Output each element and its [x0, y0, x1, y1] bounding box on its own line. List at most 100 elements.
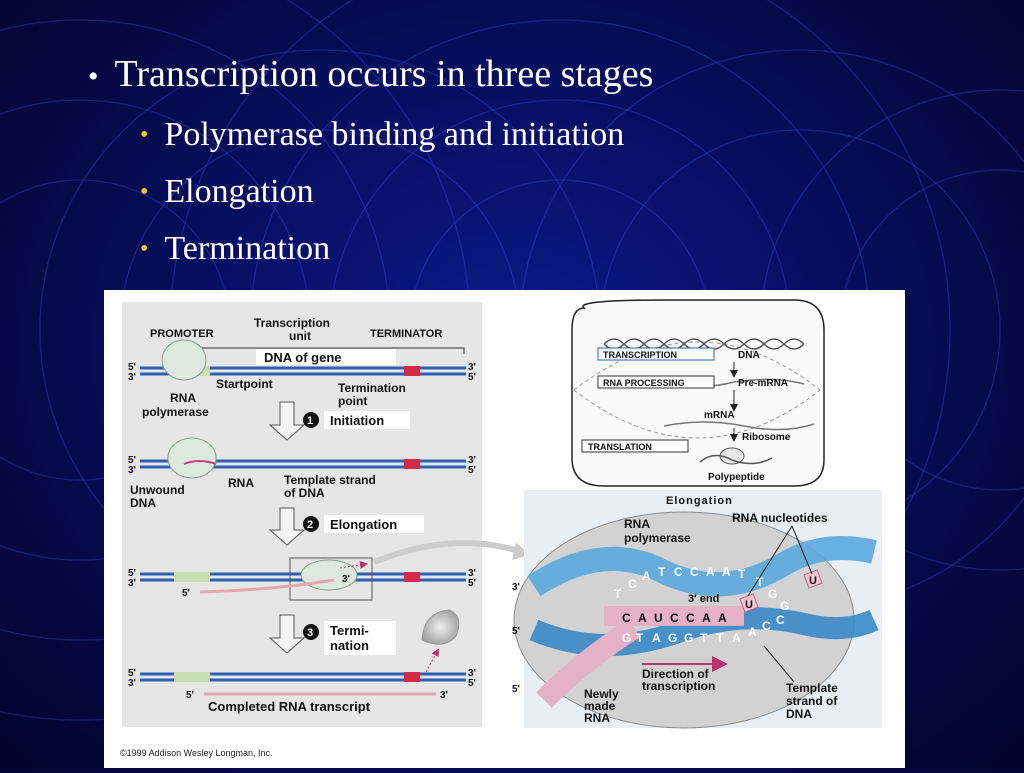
unwound-dna-label: DNA	[130, 496, 156, 510]
step-2-number: 2	[307, 519, 313, 531]
stages-panel: PROMOTER Transcription unit TERMINATOR D…	[122, 302, 482, 727]
polypeptide-label: Polypeptide	[708, 472, 765, 483]
down-arrow-icon	[268, 507, 306, 546]
svg-text:A: A	[718, 611, 727, 625]
svg-text:T: T	[636, 631, 644, 645]
five-prime-label: 5'	[128, 455, 136, 466]
translation-box-label: TRANSLATION	[588, 442, 652, 452]
completed-transcript-label: Completed RNA transcript	[208, 699, 371, 714]
svg-text:A: A	[702, 611, 711, 625]
mrna-label: mRNA	[704, 410, 735, 421]
terminator-label: TERMINATOR	[370, 328, 442, 340]
five-prime-label: 5'	[186, 690, 194, 701]
startpoint-label: Startpoint	[216, 377, 273, 391]
termination-point-label: Termination	[338, 381, 406, 395]
rna-polymerase-label: polymerase	[142, 405, 209, 419]
loose-dna-letters: T G G	[756, 575, 789, 613]
termination-label: nation	[330, 638, 369, 653]
sub-bullet-text: Polymerase binding and initiation	[164, 116, 625, 153]
promoter-label: PROMOTER	[150, 328, 214, 340]
three-prime-label: 3'	[440, 690, 448, 701]
free-nucleotide-u: U	[809, 575, 817, 587]
main-bullet: •Transcription occurs in three stages	[88, 52, 653, 96]
five-prime-label: 5'	[128, 668, 136, 679]
dna-of-gene-label: DNA of gene	[264, 350, 342, 365]
five-prime-label: 5'	[182, 588, 190, 599]
pre-mrna-label: Pre-mRNA	[738, 378, 788, 389]
newly-made-rna-label: RNA	[584, 711, 610, 725]
five-prime-label: 5'	[468, 578, 476, 589]
rna-processing-box-label: RNA PROCESSING	[603, 378, 685, 388]
svg-text:A: A	[748, 625, 757, 639]
template-strand-label: Template	[786, 681, 838, 695]
released-polymerase	[421, 609, 460, 645]
three-prime-label: 3'	[128, 465, 136, 476]
svg-text:C: C	[670, 611, 679, 625]
svg-text:A: A	[706, 565, 715, 579]
zoom-arrow	[372, 540, 523, 565]
direction-label: transcription	[642, 679, 715, 693]
svg-text:G: G	[768, 587, 777, 601]
ribosome-label: Ribosome	[742, 432, 791, 443]
five-prime-label: 5'	[512, 626, 520, 637]
sub-bullet-text: Elongation	[164, 173, 314, 210]
transcription-unit-label: unit	[289, 329, 311, 343]
svg-text:T: T	[756, 575, 764, 589]
step-3-number: 3	[307, 627, 313, 639]
free-nucleotide-u: U	[745, 599, 753, 611]
svg-text:T: T	[738, 567, 746, 581]
svg-text:G: G	[780, 599, 789, 613]
five-prime-label: 5'	[468, 678, 476, 689]
svg-text:A: A	[642, 569, 651, 583]
initiation-label: Initiation	[330, 413, 384, 428]
direction-label: Direction of	[642, 667, 710, 681]
svg-text:C: C	[622, 611, 631, 625]
svg-text:C: C	[628, 577, 637, 591]
step-2-badge	[303, 516, 319, 532]
three-prime-label: 3'	[128, 372, 136, 383]
down-arrow-icon	[268, 614, 306, 654]
dna-label: DNA	[738, 350, 760, 361]
five-prime-label: 5'	[512, 684, 520, 695]
top-dna-letters: T C A T C C A A T	[614, 565, 746, 601]
five-prime-label: 5'	[128, 568, 136, 579]
rna-letters: C A U C C A A	[622, 611, 727, 625]
dna-row-3: 3' 5' 5' 3' 3' 5'	[128, 557, 476, 601]
three-prime-label: 3'	[468, 455, 476, 466]
sub-bullet: • Elongation	[140, 173, 314, 211]
copyright-text: ©1999 Addison Wesley Longman, Inc.	[120, 748, 273, 758]
down-arrow-icon	[268, 401, 306, 441]
template-strand-label: DNA	[786, 707, 812, 721]
three-prime-label: 3'	[468, 668, 476, 679]
template-letters: G T A G G T T A A C C	[622, 613, 785, 645]
svg-text:A: A	[652, 631, 661, 645]
template-strand-label: of DNA	[284, 486, 325, 500]
termination-point-label: point	[338, 394, 367, 408]
dna-row-1: 5' 3' 3' 5'	[128, 339, 476, 383]
elongation-label: Elongation	[330, 517, 397, 532]
rna-label: RNA	[228, 476, 254, 490]
newly-made-rna-label: Newly	[584, 687, 619, 701]
svg-text:C: C	[762, 619, 771, 633]
svg-text:C: C	[776, 613, 785, 627]
svg-text:T: T	[716, 631, 724, 645]
svg-text:T: T	[658, 565, 666, 579]
three-prime-label: 3'	[128, 578, 136, 589]
elongation-title: Elongation	[666, 495, 733, 507]
three-prime-label: 3'	[128, 678, 136, 689]
five-prime-label: 5'	[468, 465, 476, 476]
sub-bullet: • Termination	[140, 230, 330, 268]
overview-cell-diagram: TRANSCRIPTION DNA RNA PROCESSING Pre-mRN…	[571, 299, 825, 487]
rna-nucleotides-label: RNA nucleotides	[732, 511, 828, 525]
svg-text:C: C	[686, 611, 695, 625]
bullet-dot: •	[140, 179, 149, 205]
template-strand-label: strand of	[786, 694, 838, 708]
unwound-dna-label: Unwound	[130, 483, 185, 497]
svg-text:A: A	[722, 565, 731, 579]
sub-bullet-text: Termination	[164, 230, 331, 267]
newly-made-rna-label: made	[584, 699, 616, 713]
sub-bullet: •Polymerase binding and initiation	[140, 116, 624, 154]
bullet-dot: •	[88, 60, 99, 93]
rna-polymerase-label: RNA	[170, 391, 196, 405]
bullet-dot: •	[140, 236, 149, 262]
